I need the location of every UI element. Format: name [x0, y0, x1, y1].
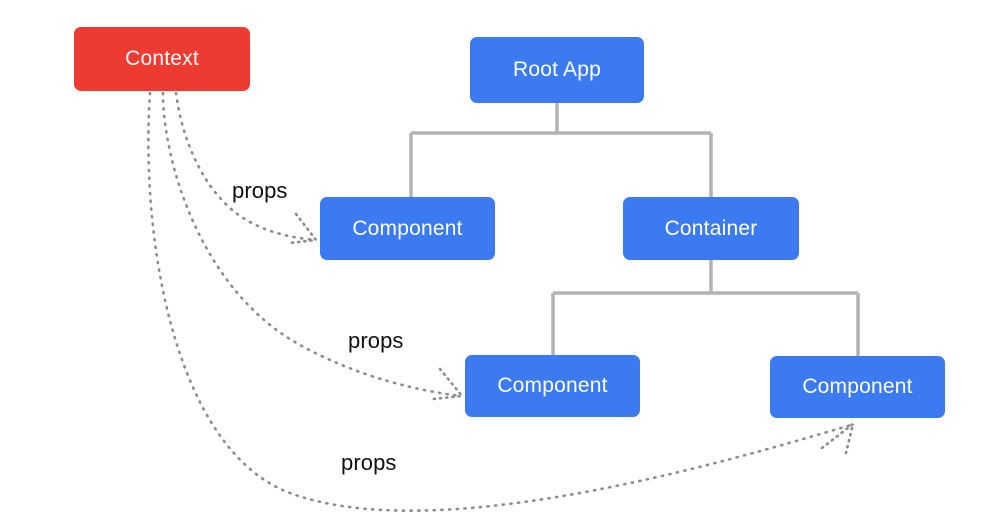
props-edges — [147, 91, 856, 512]
props-edge-2-arrowhead — [431, 367, 465, 401]
node-context[interactable]: Context — [74, 27, 250, 91]
node-root-app-label: Root App — [513, 58, 601, 81]
node-component-3-label: Component — [802, 375, 913, 398]
node-container[interactable]: Container — [623, 197, 799, 260]
node-component-1[interactable]: Component — [320, 197, 495, 260]
node-component-2-label: Component — [497, 374, 608, 397]
node-root-app[interactable]: Root App — [470, 37, 644, 103]
props-edge-3-path — [147, 91, 853, 512]
props-label-1: props — [232, 178, 288, 203]
node-context-label: Context — [125, 47, 199, 70]
props-edge-1-path — [174, 91, 317, 242]
props-label-2: props — [348, 328, 404, 353]
node-component-1-label: Component — [352, 216, 463, 240]
node-container-label: Container — [664, 216, 758, 240]
node-component-3[interactable]: Component — [770, 356, 945, 418]
props-edge-1-arrowhead — [287, 212, 319, 245]
node-component-2[interactable]: Component — [465, 355, 640, 417]
props-edge-3-arrowhead — [820, 420, 856, 455]
props-label-3: props — [341, 450, 397, 475]
